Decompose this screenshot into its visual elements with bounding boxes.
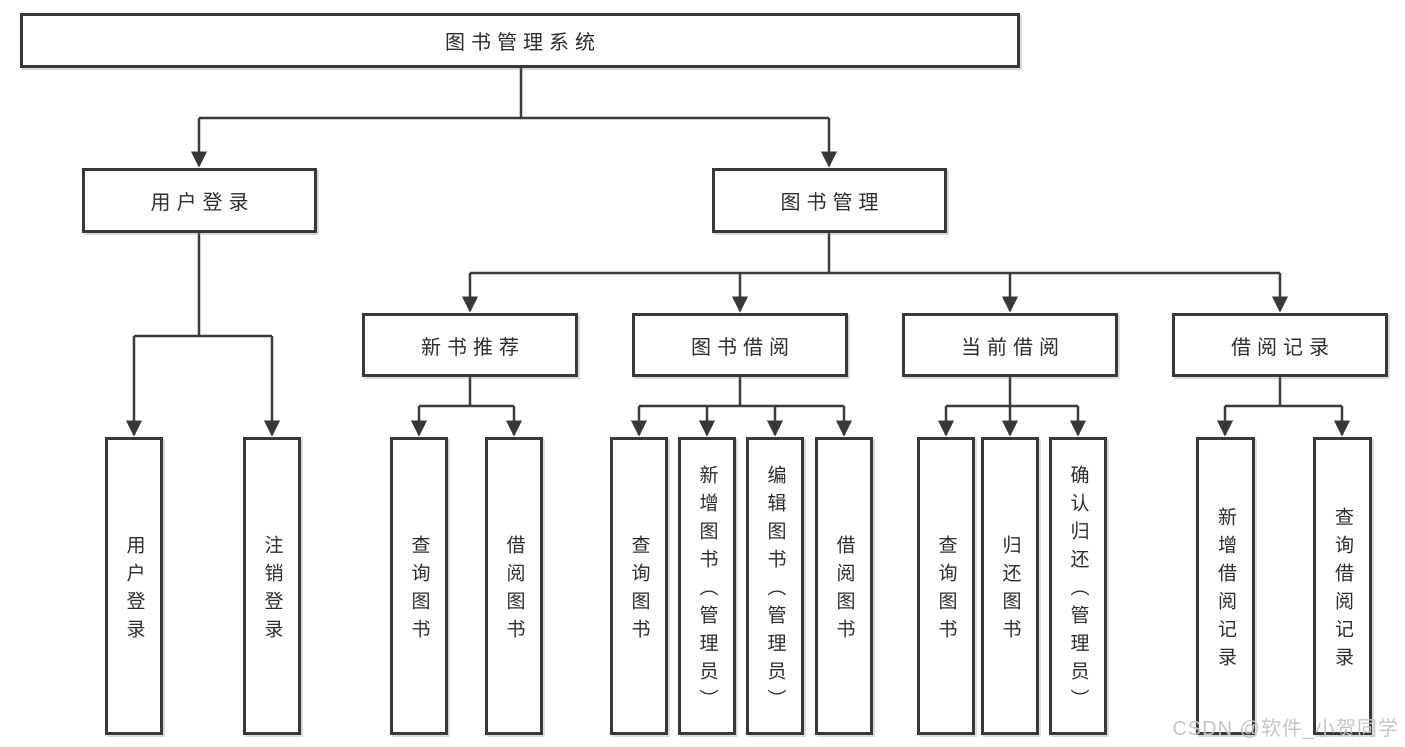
connector-user-login-split xyxy=(134,233,272,338)
node-records-add-record: 新增借阅记录 xyxy=(1196,437,1255,735)
node-borrow-records: 借阅记录 xyxy=(1172,313,1388,377)
connector-book-management-split xyxy=(470,233,1280,275)
node-user-login: 用户登录 xyxy=(82,168,317,233)
node-current-return-books: 归还图书 xyxy=(981,437,1039,735)
node-user-login-action: 用户登录 xyxy=(105,437,163,735)
node-book-management: 图书管理 xyxy=(712,168,947,233)
connector-root-split xyxy=(199,68,829,120)
node-recommend-borrow-books: 借阅图书 xyxy=(485,437,543,735)
connector-records-split xyxy=(1225,377,1342,408)
connector-current-split xyxy=(946,377,1078,408)
node-current-confirm-return-admin: 确认归还（管理员） xyxy=(1049,437,1107,735)
node-borrow-edit-books-admin: 编辑图书（管理员） xyxy=(746,437,804,735)
node-borrow-add-books-admin: 新增图书（管理员） xyxy=(678,437,736,735)
node-records-query-record: 查询借阅记录 xyxy=(1313,437,1372,735)
connector-borrow-split xyxy=(639,377,844,408)
node-borrow-borrow-books: 借阅图书 xyxy=(815,437,873,735)
node-recommend-query-books: 查询图书 xyxy=(390,437,448,735)
node-current-query-books: 查询图书 xyxy=(917,437,975,735)
node-borrow-query-books: 查询图书 xyxy=(610,437,668,735)
node-logout-action: 注销登录 xyxy=(243,437,301,735)
node-current-borrow: 当前借阅 xyxy=(902,313,1118,377)
connector-recommend-split xyxy=(419,377,514,408)
node-library-system: 图书管理系统 xyxy=(20,13,1020,68)
node-new-book-recommend: 新书推荐 xyxy=(362,313,578,377)
node-book-borrow: 图书借阅 xyxy=(632,313,848,377)
